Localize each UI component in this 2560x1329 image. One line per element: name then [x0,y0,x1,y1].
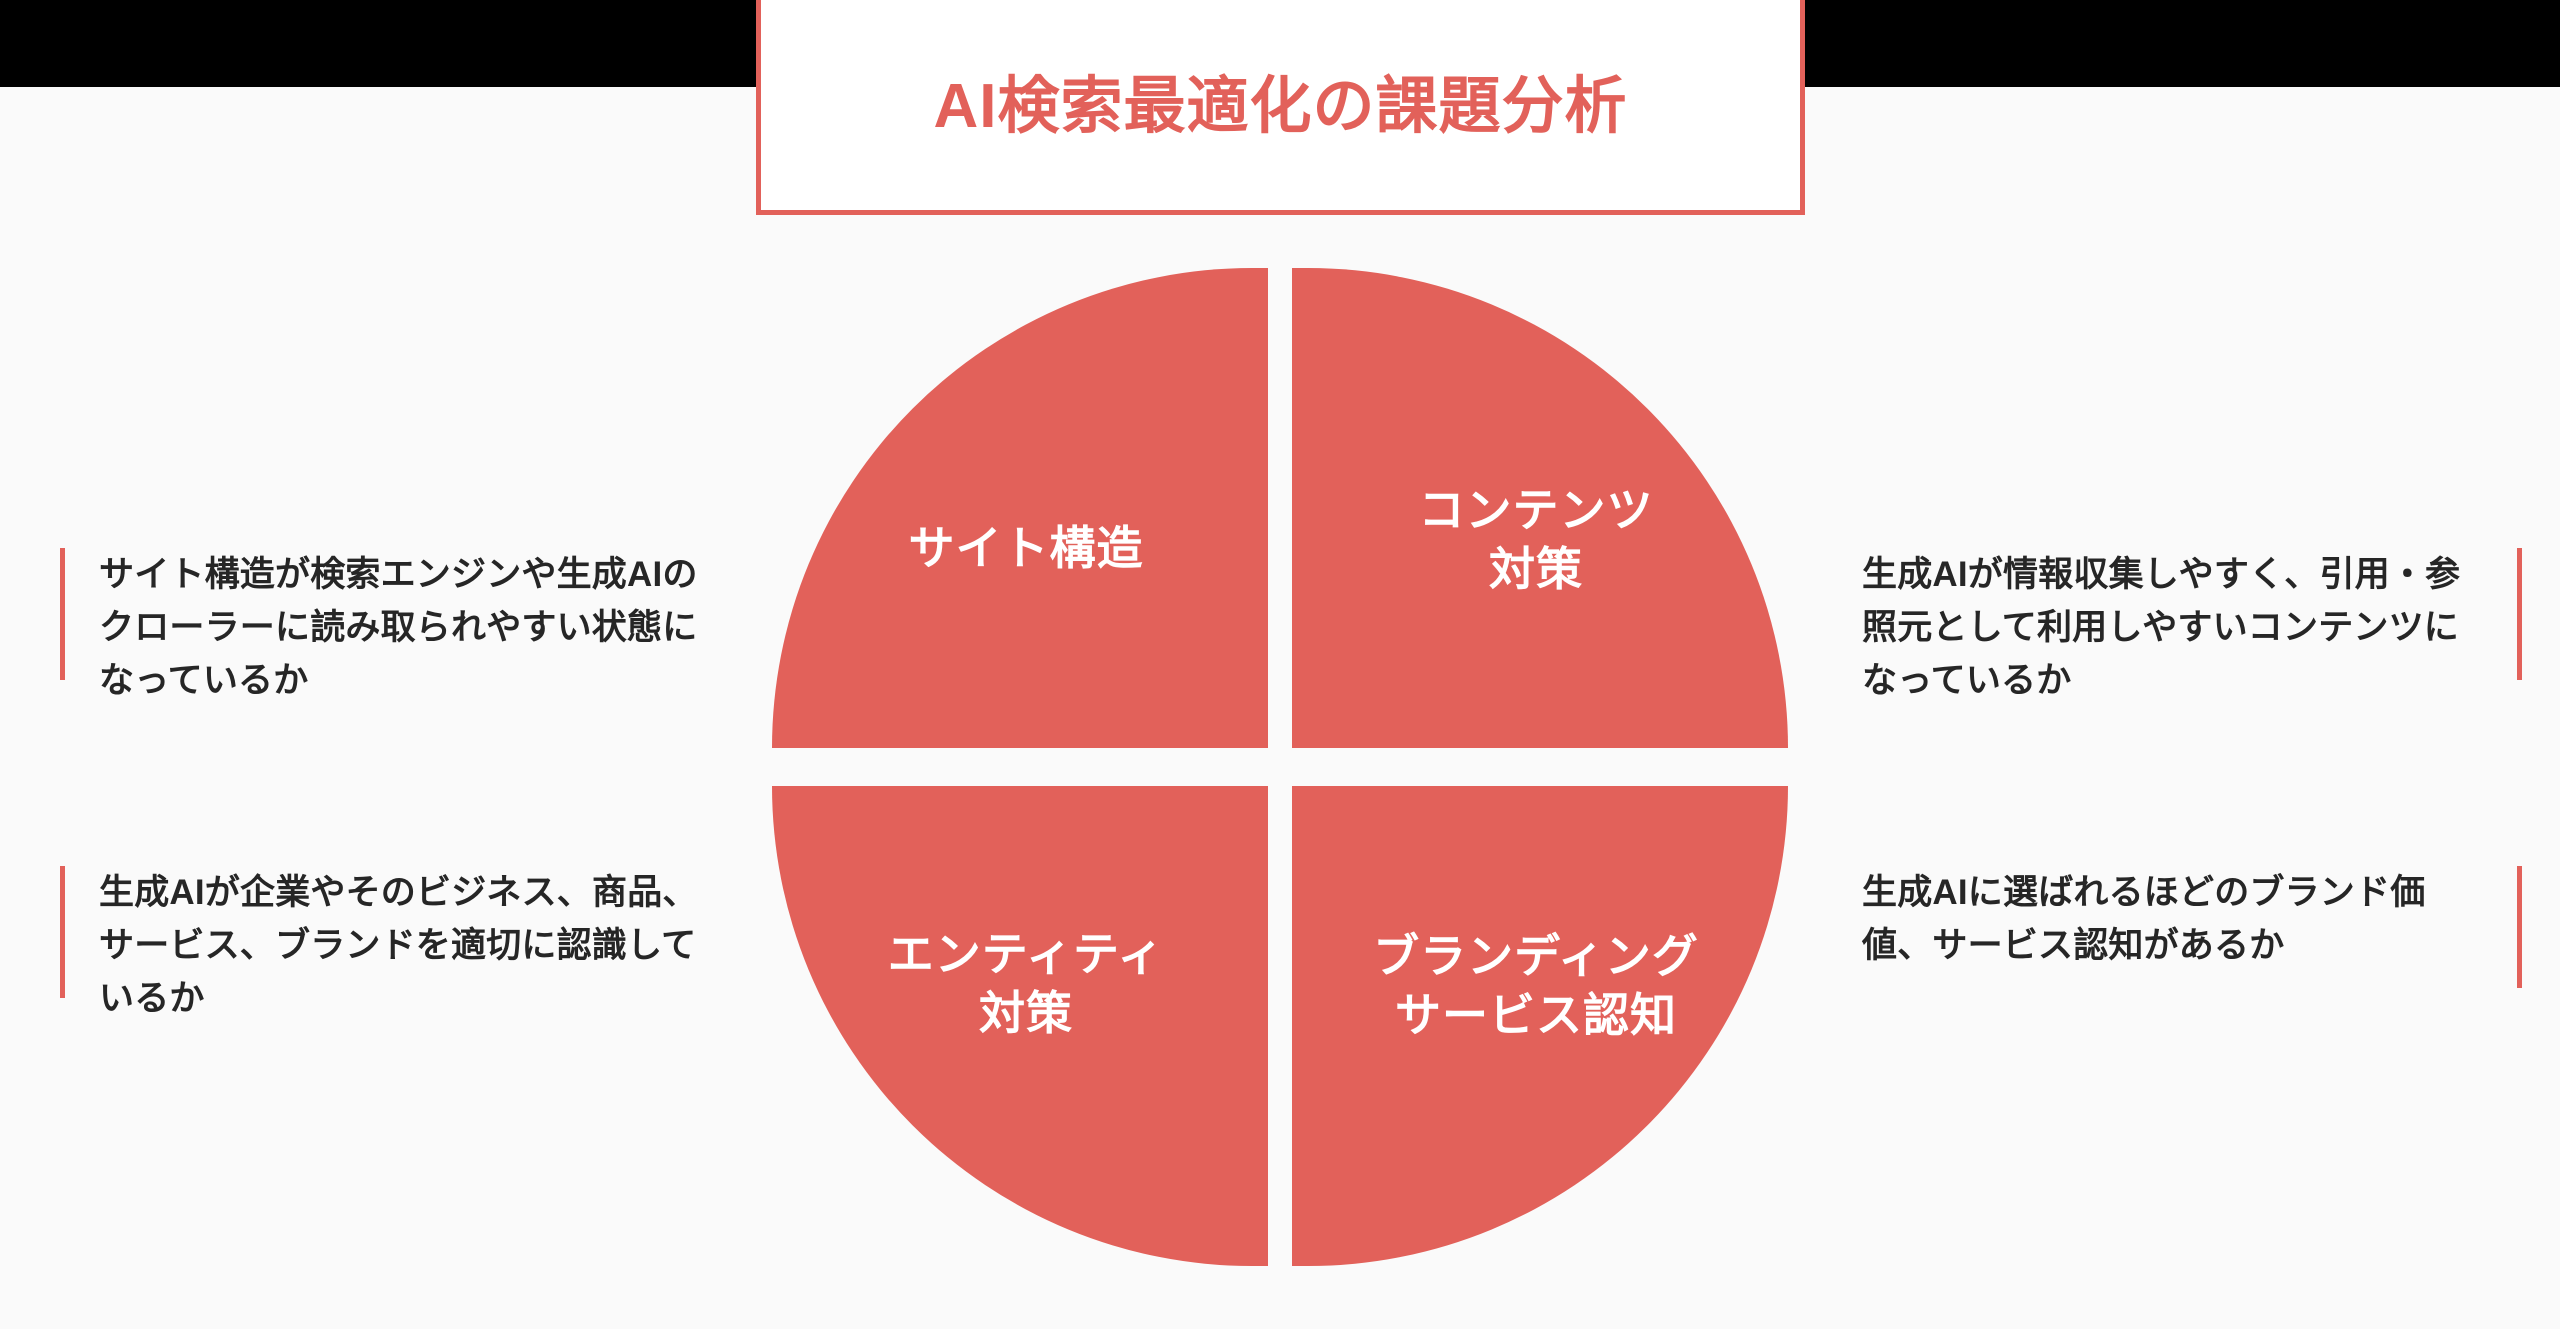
description-text-content-measures: 生成AIが情報収集しやすく、引用・参照元として利用しやすいコンテンツになっている… [1862,555,2461,701]
quadrant-label-entity-measures: エンティティ対策 [887,928,1165,1039]
top-black-bar-left [0,0,757,87]
quadrant-site-structure[interactable]: サイト構造 [772,268,1268,748]
description-text-entity-measures: 生成AIが企業やそのビジネス、商品、サービス、ブランドを適切に認識しているか [99,873,698,1019]
description-branding-awareness: 生成AIに選ばれるほどのブランド価値、サービス認知があるか [1862,866,2522,988]
quadrant-branding-awareness[interactable]: ブランディングサービス認知 [1292,786,1788,1266]
accent-bar-icon [2517,548,2522,680]
accent-bar-icon [2517,866,2522,988]
quadrant-circle-diagram: サイト構造 コンテンツ対策 エンティティ対策 ブランディングサービス認知 [772,268,1788,1266]
title-card: AI検索最適化の課題分析 [756,0,1805,215]
description-text-site-structure: サイト構造が検索エンジンや生成AIのクローラーに読み取られやすい状態になっている… [99,555,698,701]
quadrant-label-site-structure: サイト構造 [908,521,1144,574]
top-black-bar-right [1805,0,2560,87]
description-text-branding-awareness: 生成AIに選ばれるほどのブランド価値、サービス認知があるか [1862,873,2426,966]
quadrant-label-content-measures: コンテンツ対策 [1418,484,1654,595]
description-entity-measures: 生成AIが企業やそのビジネス、商品、サービス、ブランドを適切に認識しているか [60,866,720,1026]
accent-bar-icon [60,548,65,680]
quadrant-entity-measures[interactable]: エンティティ対策 [772,786,1268,1266]
accent-bar-icon [60,866,65,998]
quadrant-content-measures[interactable]: コンテンツ対策 [1292,268,1788,748]
quadrant-label-branding-awareness: ブランディングサービス認知 [1373,930,1699,1041]
page-title: AI検索最適化の課題分析 [933,72,1628,142]
description-site-structure: サイト構造が検索エンジンや生成AIのクローラーに読み取られやすい状態になっている… [60,548,720,708]
description-content-measures: 生成AIが情報収集しやすく、引用・参照元として利用しやすいコンテンツになっている… [1862,548,2522,708]
